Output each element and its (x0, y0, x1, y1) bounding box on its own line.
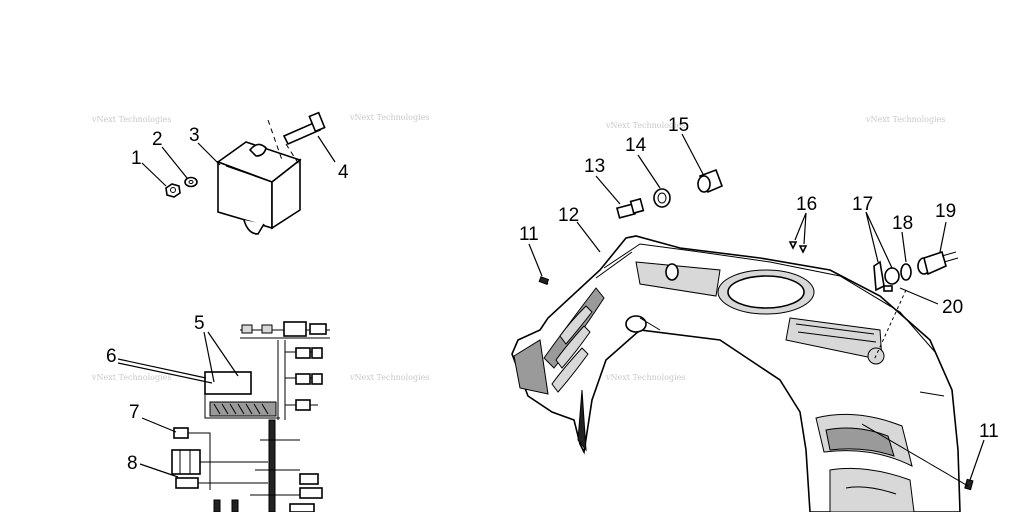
key-part (615, 197, 645, 219)
callout-18: 18 (892, 213, 913, 234)
watermark-7: vNext Technologies (605, 373, 685, 382)
connector-part (171, 449, 201, 475)
console-hardware (528, 133, 985, 491)
callout-16: 16 (796, 194, 817, 215)
callout-11-upper: 11 (519, 224, 539, 245)
nut-part (165, 183, 181, 198)
callout-8: 8 (127, 453, 138, 474)
callout-14: 14 (625, 135, 647, 156)
callout-6: 6 (106, 346, 117, 367)
ignition-module-assembly (141, 111, 336, 235)
callout-19: 19 (935, 201, 956, 222)
bolt-part (267, 111, 326, 167)
callout-12: 12 (558, 205, 579, 226)
watermark-1: vNext Technologies (91, 115, 171, 124)
watermark-2: vNext Technologies (349, 113, 429, 122)
washer-part-right (900, 263, 912, 281)
switch-part (917, 250, 959, 276)
socket-part (625, 315, 647, 333)
callout-17: 17 (852, 194, 873, 215)
left-vents (513, 287, 605, 452)
wiring-harness (117, 321, 330, 512)
watermark-6: vNext Technologies (349, 373, 429, 382)
callout-1: 1 (131, 148, 142, 169)
watermark-4: vNext Technologies (865, 115, 945, 124)
screw-part-lower (964, 478, 974, 491)
watermark-3: vNext Technologies (605, 121, 685, 130)
callout-5: 5 (194, 313, 205, 334)
callout-15: 15 (668, 115, 689, 136)
callout-3: 3 (189, 125, 200, 146)
lever-part (873, 260, 900, 292)
watermark-5: vNext Technologies (91, 373, 171, 382)
knob-part (697, 168, 724, 194)
callout-7: 7 (129, 402, 140, 423)
dash-console (511, 235, 961, 512)
callout-2: 2 (152, 129, 163, 150)
callouts: 1 2 3 4 5 6 7 8 11 11 12 13 14 15 16 17 … (106, 115, 999, 474)
callout-13: 13 (584, 156, 605, 177)
left-gauge-pod (635, 261, 721, 297)
small-screws-part (788, 241, 808, 254)
screw-part-upper (538, 276, 550, 285)
washer-part (184, 176, 198, 188)
module-part (216, 141, 302, 235)
callout-20: 20 (942, 297, 963, 318)
switch-nut-part (653, 188, 671, 208)
callout-11-lower: 11 (979, 421, 999, 442)
fuse-part (173, 427, 189, 439)
callout-4: 4 (338, 162, 349, 183)
